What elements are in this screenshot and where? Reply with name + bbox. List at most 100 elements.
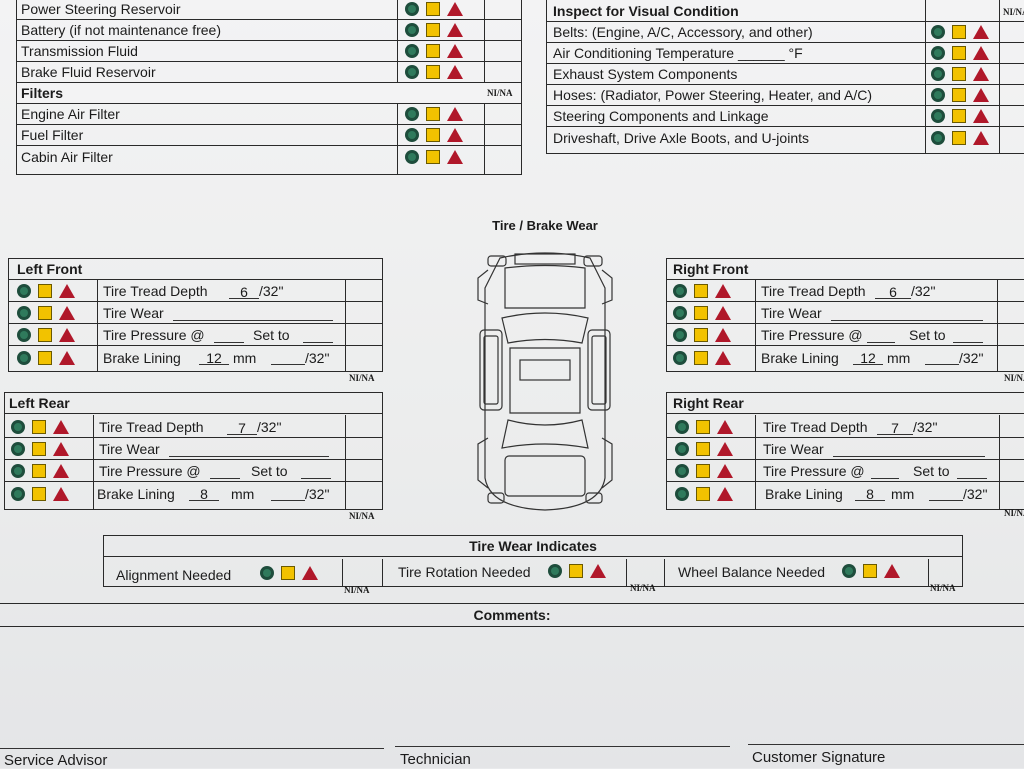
attention-icon[interactable] xyxy=(696,464,710,478)
status-icons[interactable] xyxy=(11,486,69,501)
customer-signature-line[interactable] xyxy=(748,744,1024,745)
attention-icon[interactable] xyxy=(32,486,46,501)
ok-icon[interactable] xyxy=(11,486,25,501)
immediate-icon[interactable] xyxy=(884,564,900,578)
immediate-icon[interactable] xyxy=(53,420,69,434)
status-icons[interactable] xyxy=(931,88,989,102)
immediate-icon[interactable] xyxy=(59,350,75,365)
brake-32-field[interactable] xyxy=(929,486,963,501)
status-icons[interactable] xyxy=(405,23,463,37)
immediate-icon[interactable] xyxy=(447,44,463,58)
ok-icon[interactable] xyxy=(17,306,31,320)
ok-icon[interactable] xyxy=(405,44,419,58)
attention-icon[interactable] xyxy=(696,486,710,501)
status-icons[interactable] xyxy=(931,25,989,39)
attention-icon[interactable] xyxy=(426,128,440,142)
immediate-icon[interactable] xyxy=(973,67,989,81)
tread-value[interactable]: 6 xyxy=(875,284,911,300)
ok-icon[interactable] xyxy=(931,46,945,60)
tread-value[interactable]: 7 xyxy=(227,420,257,436)
immediate-icon[interactable] xyxy=(715,350,731,365)
brake-32-field[interactable] xyxy=(271,486,305,501)
ok-icon[interactable] xyxy=(673,284,687,298)
service-advisor-line[interactable] xyxy=(0,748,384,749)
ok-icon[interactable] xyxy=(548,564,562,578)
brake-32-field[interactable] xyxy=(925,350,959,365)
attention-icon[interactable] xyxy=(32,464,46,478)
ok-icon[interactable] xyxy=(675,420,689,434)
status-icons[interactable] xyxy=(11,442,69,456)
immediate-icon[interactable] xyxy=(717,464,733,478)
attention-icon[interactable] xyxy=(952,67,966,81)
status-icons[interactable] xyxy=(842,564,900,578)
status-icons[interactable] xyxy=(11,420,69,434)
attention-icon[interactable] xyxy=(38,306,52,320)
attention-icon[interactable] xyxy=(952,88,966,102)
status-icons[interactable] xyxy=(405,128,463,142)
attention-icon[interactable] xyxy=(694,328,708,342)
status-icons[interactable] xyxy=(548,564,606,578)
attention-icon[interactable] xyxy=(426,23,440,37)
ok-icon[interactable] xyxy=(405,2,419,16)
tread-value[interactable]: 6 xyxy=(229,284,259,300)
immediate-icon[interactable] xyxy=(715,306,731,320)
status-icons[interactable] xyxy=(673,328,731,342)
ok-icon[interactable] xyxy=(17,284,31,298)
immediate-icon[interactable] xyxy=(715,328,731,342)
status-icons[interactable] xyxy=(17,328,75,342)
ok-icon[interactable] xyxy=(675,442,689,456)
ok-icon[interactable] xyxy=(405,23,419,37)
immediate-icon[interactable] xyxy=(447,2,463,16)
attention-icon[interactable] xyxy=(952,46,966,60)
immediate-icon[interactable] xyxy=(715,284,731,298)
immediate-icon[interactable] xyxy=(302,566,318,580)
wear-field[interactable] xyxy=(173,306,333,321)
immediate-icon[interactable] xyxy=(447,65,463,79)
attention-icon[interactable] xyxy=(952,25,966,39)
ok-icon[interactable] xyxy=(405,107,419,121)
attention-icon[interactable] xyxy=(38,328,52,342)
status-icons[interactable] xyxy=(405,2,463,16)
immediate-icon[interactable] xyxy=(53,442,69,456)
ok-icon[interactable] xyxy=(17,350,31,365)
brake-value[interactable]: 8 xyxy=(189,486,219,502)
status-icons[interactable] xyxy=(17,350,75,365)
immediate-icon[interactable] xyxy=(973,88,989,102)
pressure-field[interactable] xyxy=(210,464,240,479)
status-icons[interactable] xyxy=(260,566,318,580)
attention-icon[interactable] xyxy=(426,44,440,58)
ok-icon[interactable] xyxy=(931,109,945,123)
status-icons[interactable] xyxy=(405,44,463,58)
status-icons[interactable] xyxy=(675,464,733,478)
wear-field[interactable] xyxy=(169,442,329,457)
status-icons[interactable] xyxy=(17,284,75,298)
status-icons[interactable] xyxy=(11,464,69,478)
immediate-icon[interactable] xyxy=(53,486,69,501)
ok-icon[interactable] xyxy=(931,67,945,81)
ok-icon[interactable] xyxy=(17,328,31,342)
ok-icon[interactable] xyxy=(673,328,687,342)
immediate-icon[interactable] xyxy=(973,130,989,145)
attention-icon[interactable] xyxy=(694,350,708,365)
brake-value[interactable]: 12 xyxy=(853,350,883,366)
attention-icon[interactable] xyxy=(426,149,440,164)
status-icons[interactable] xyxy=(931,67,989,81)
ok-icon[interactable] xyxy=(11,464,25,478)
immediate-icon[interactable] xyxy=(59,306,75,320)
attention-icon[interactable] xyxy=(281,566,295,580)
ok-icon[interactable] xyxy=(673,306,687,320)
brake-32-field[interactable] xyxy=(271,350,305,365)
ok-icon[interactable] xyxy=(405,149,419,164)
attention-icon[interactable] xyxy=(32,420,46,434)
immediate-icon[interactable] xyxy=(447,107,463,121)
attention-icon[interactable] xyxy=(696,442,710,456)
brake-value[interactable]: 12 xyxy=(199,350,229,366)
immediate-icon[interactable] xyxy=(53,464,69,478)
pressure-field[interactable] xyxy=(867,328,895,343)
set-to-field[interactable] xyxy=(953,328,983,343)
ok-icon[interactable] xyxy=(842,564,856,578)
status-icons[interactable] xyxy=(931,46,989,60)
set-to-field[interactable] xyxy=(957,464,987,479)
attention-icon[interactable] xyxy=(952,109,966,123)
status-icons[interactable] xyxy=(675,442,733,456)
